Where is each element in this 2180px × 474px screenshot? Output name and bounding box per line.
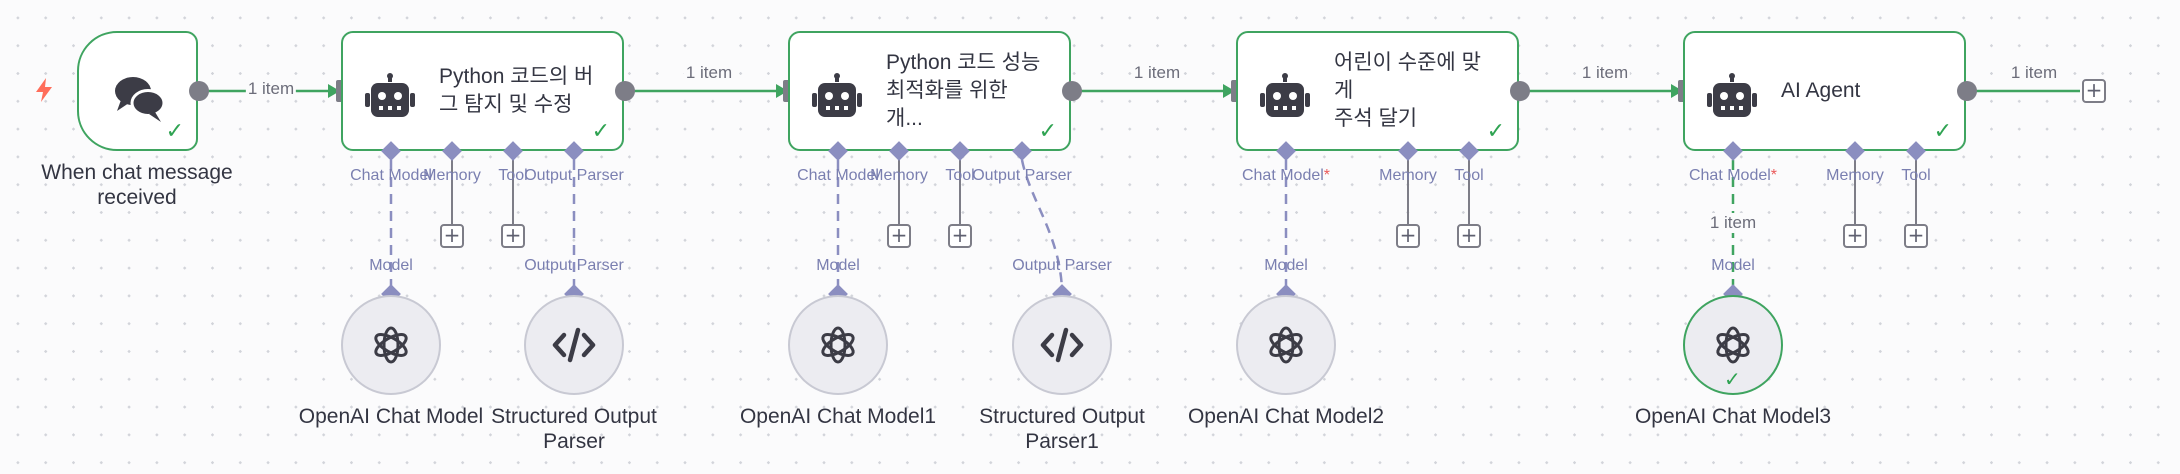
success-check-icon: ✓	[1724, 367, 1741, 391]
port-label-memory: Memory	[1379, 167, 1437, 184]
sub-node-name: OpenAI Chat Model1	[739, 405, 937, 428]
arrowhead	[1223, 84, 1235, 98]
model3-connection-count: 1 item	[1707, 213, 1759, 233]
connection-parser1-agent2	[1020, 159, 1064, 291]
success-check-icon: ✓	[591, 119, 610, 144]
port-label-output-parser: Output Parser	[972, 167, 1072, 184]
sub-node-name: OpenAI Chat Model2	[1187, 405, 1385, 428]
sub-port-label: Model	[369, 257, 413, 274]
trigger-output-count: 1 item	[245, 79, 297, 99]
port-label-output-parser: Output Parser	[524, 167, 624, 184]
success-check-icon: ✓	[1486, 119, 1505, 144]
add-memory-button[interactable]: +	[887, 224, 911, 248]
add-memory-button[interactable]: +	[1843, 224, 1867, 248]
agent-node-3[interactable]: 어린이 수준에 맞게 주석 달기 ✓	[1236, 31, 1519, 151]
agent4-output-count: 1 item	[2008, 63, 2060, 83]
openai-icon	[374, 326, 408, 364]
port-label-text: Chat Model	[1241, 167, 1324, 184]
agent1-output-handle[interactable]	[615, 81, 635, 101]
agent1-output-count: 1 item	[683, 63, 735, 83]
port-label-memory: Memory	[870, 167, 928, 184]
agent-node-1[interactable]: Python 코드의 버 그 탐지 및 수정 ✓	[341, 31, 624, 151]
agent4-input-handle[interactable]	[1678, 80, 1687, 102]
trigger-output-handle[interactable]	[189, 81, 209, 101]
port-label-memory: Memory	[1826, 167, 1884, 184]
required-marker: *	[1323, 167, 1331, 184]
port-label-tool: Tool	[1901, 167, 1931, 184]
robot-icon	[1707, 73, 1757, 117]
structured-output-parser1-node[interactable]	[1012, 295, 1112, 395]
trigger-bolt-icon	[36, 78, 52, 102]
add-memory-button[interactable]: +	[1396, 224, 1420, 248]
sub-port-label: Output Parser	[1012, 257, 1112, 274]
agent2-output-handle[interactable]	[1062, 81, 1082, 101]
required-marker: *	[1770, 167, 1778, 184]
add-next-node-button[interactable]: +	[2082, 79, 2106, 103]
agent1-input-handle[interactable]	[336, 80, 345, 102]
agent3-input-handle[interactable]	[1231, 80, 1240, 102]
add-tool-button[interactable]: +	[501, 224, 525, 248]
sub-node-name: Structured Output Parser	[491, 405, 657, 453]
code-icon	[1040, 327, 1084, 363]
agent-title: 어린이 수준에 맞게 주석 달기	[1334, 51, 1481, 130]
robot-icon	[365, 73, 415, 117]
openai-chat-model2-node[interactable]	[1236, 295, 1336, 395]
sub-port-label: Model	[1264, 257, 1308, 274]
port-label-memory: Memory	[423, 167, 481, 184]
openai-icon	[1269, 326, 1303, 364]
port-label-tool: Tool	[1454, 167, 1484, 184]
robot-icon	[1260, 73, 1310, 117]
arrowhead	[776, 84, 788, 98]
add-tool-button[interactable]: +	[948, 224, 972, 248]
openai-chat-model-node[interactable]	[341, 295, 441, 395]
port-label-text: Chat Model	[1688, 167, 1771, 184]
port-label-chat-model: Chat Model	[350, 167, 432, 184]
sub-node-name: OpenAI Chat Model	[298, 405, 484, 428]
sub-port-label: Model	[1711, 257, 1755, 274]
add-tool-button[interactable]: +	[1904, 224, 1928, 248]
openai-icon	[821, 326, 855, 364]
agent-title: Python 코드 성능 최적화를 위한 개...	[886, 51, 1041, 130]
add-memory-button[interactable]: +	[440, 224, 464, 248]
sub-node-name: Structured Output Parser1	[979, 405, 1145, 453]
openai-icon	[1716, 326, 1750, 364]
agent2-input-handle[interactable]	[783, 80, 792, 102]
add-tool-button[interactable]: +	[1457, 224, 1481, 248]
trigger-node-name: When chat message received	[41, 161, 233, 209]
agent4-output-handle[interactable]	[1957, 81, 1977, 101]
trigger-node[interactable]: ✓	[77, 31, 198, 151]
sub-port-label: Output Parser	[524, 257, 624, 274]
port-label-tool: Tool	[945, 167, 975, 184]
openai-chat-model1-node[interactable]	[788, 295, 888, 395]
success-check-icon: ✓	[1038, 119, 1057, 144]
robot-icon	[812, 73, 862, 117]
agent2-output-count: 1 item	[1131, 63, 1183, 83]
agent3-output-handle[interactable]	[1510, 81, 1530, 101]
chat-bubbles-icon	[115, 77, 166, 122]
agent-title: Python 코드의 버 그 탐지 및 수정	[439, 65, 594, 116]
sub-port-label: Model	[816, 257, 860, 274]
agent-title: AI Agent	[1781, 79, 1861, 102]
port-label-tool: Tool	[498, 167, 528, 184]
success-check-icon: ✓	[1933, 119, 1952, 144]
arrowhead	[1671, 84, 1683, 98]
sub-node-name: OpenAI Chat Model3	[1634, 405, 1832, 428]
structured-output-parser-node[interactable]	[524, 295, 624, 395]
agent-node-4[interactable]: AI Agent ✓	[1683, 31, 1966, 151]
arrowhead	[328, 84, 340, 98]
agent-node-2[interactable]: Python 코드 성능 최적화를 위한 개... ✓	[788, 31, 1071, 151]
agent3-output-count: 1 item	[1579, 63, 1631, 83]
port-label-chat-model: Chat Model*	[1242, 167, 1330, 185]
openai-chat-model3-node[interactable]: ✓	[1683, 295, 1783, 395]
success-check-icon: ✓	[165, 119, 184, 144]
port-label-chat-model: Chat Model	[797, 167, 879, 184]
code-icon	[552, 327, 596, 363]
port-label-chat-model: Chat Model*	[1689, 167, 1777, 185]
